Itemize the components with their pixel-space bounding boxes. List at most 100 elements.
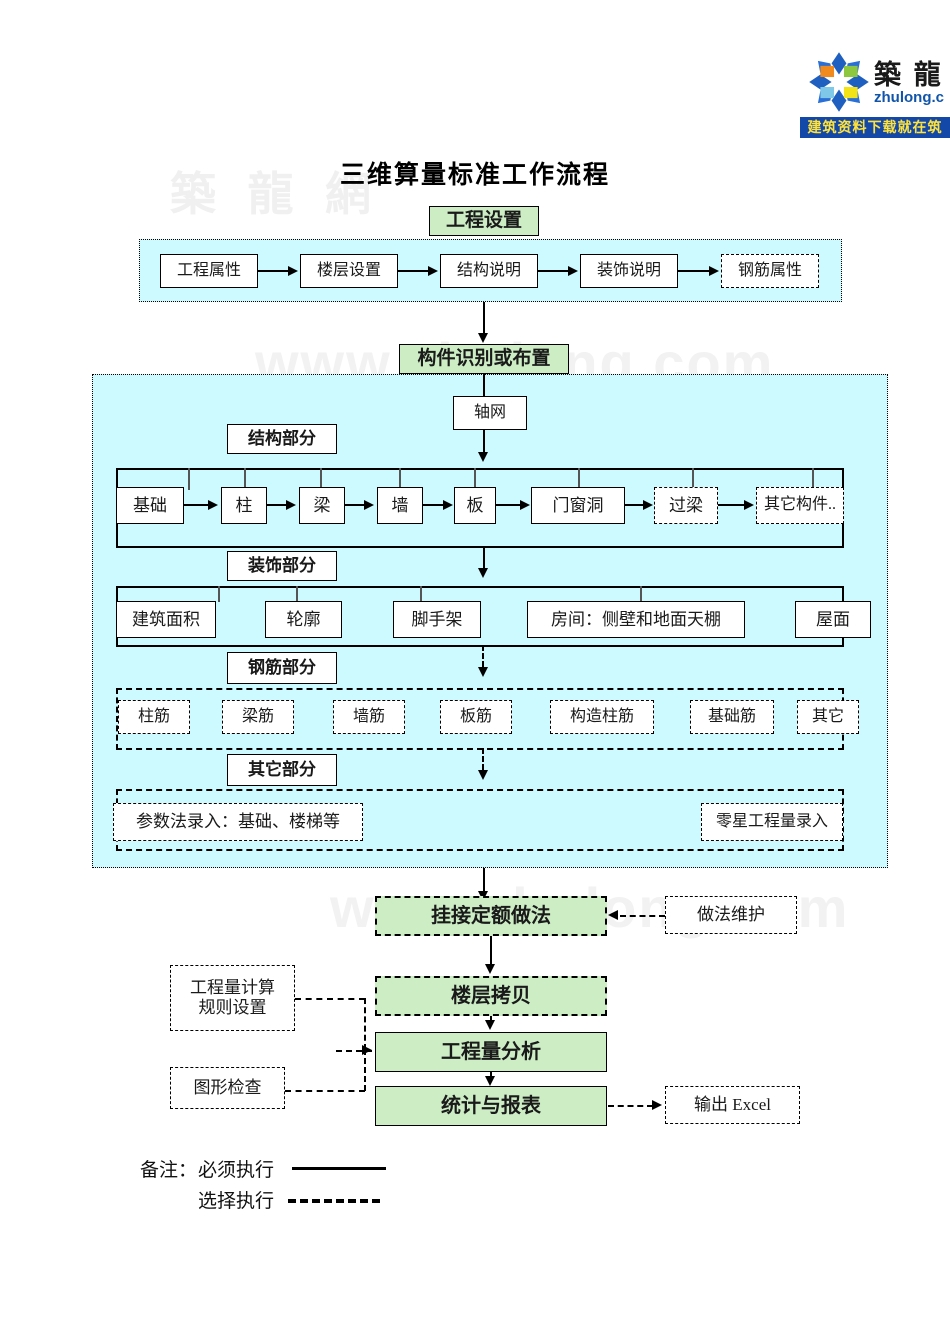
axis-out-line: [483, 430, 485, 454]
stage1-step-2[interactable]: 楼层设置: [300, 254, 398, 288]
stage3-side-graphic-check[interactable]: 图形检查: [170, 1067, 285, 1109]
stage3-step-2[interactable]: 楼层拷贝: [375, 976, 607, 1016]
stage3-side-export-excel[interactable]: 输出 Excel: [665, 1086, 800, 1124]
left-join-bottom: [285, 1090, 365, 1092]
left-join-vertical-bottom: [364, 1049, 366, 1091]
axis-grid-node[interactable]: 轴网: [453, 396, 527, 430]
stage2-to-stage3-line: [483, 868, 485, 893]
stage3-step-4[interactable]: 统计与报表: [375, 1086, 607, 1126]
structure-node-1[interactable]: 基础: [116, 487, 184, 524]
group-structure-header: 结构部分: [227, 424, 337, 454]
stage2-header[interactable]: 构件识别或布置: [399, 344, 569, 374]
decoration-node-2[interactable]: 轮廓: [265, 601, 342, 638]
stage3-arrow-3: [484, 1076, 495, 1086]
calc-rules-line1: 工程量计算: [190, 978, 275, 998]
structure-node-4[interactable]: 墙: [377, 487, 423, 524]
stage3-step-1[interactable]: 挂接定额做法: [375, 896, 607, 936]
legend-row1-label: 必须执行: [198, 1160, 275, 1181]
stage1-arrow-2: [428, 265, 438, 276]
logo-brand-en: zhulong.c: [874, 89, 944, 106]
stage1-step-1[interactable]: 工程属性: [160, 254, 258, 288]
legend-row2-label: 选择执行: [198, 1191, 275, 1212]
other-node-2[interactable]: 零星工程量录入: [701, 803, 843, 841]
practice-maintenance-arrow: [608, 910, 618, 920]
rebar-node-2[interactable]: 梁筋: [222, 700, 294, 734]
legend-dashed-sample: [288, 1199, 380, 1203]
structure-arrow-4: [443, 499, 453, 510]
other-in-line: [482, 748, 484, 770]
other-in-arrow: [477, 770, 488, 780]
stage2-panel: [92, 374, 888, 868]
structure-arrow-6: [643, 499, 653, 510]
calc-rules-line2: 规则设置: [198, 998, 267, 1017]
stage3-conn-3: [490, 1072, 492, 1078]
structure-drop-7: [692, 468, 694, 490]
structure-node-2[interactable]: 柱: [221, 487, 267, 524]
structure-arrow-line-5: [496, 504, 520, 506]
rebar-node-1[interactable]: 柱筋: [118, 700, 190, 734]
group-other-header: 其它部分: [227, 754, 337, 786]
legend-label-prefix: 备注：: [140, 1160, 198, 1181]
structure-arrow-line-2: [267, 504, 286, 506]
structure-node-8[interactable]: 其它构件..: [756, 487, 844, 524]
rebar-bus-left: [116, 688, 118, 750]
practice-maintenance-line: [620, 915, 665, 917]
structure-arrow-line-3: [345, 504, 364, 506]
group-decoration-header: 装饰部分: [227, 551, 337, 581]
other-node-1[interactable]: 参数法录入：基础、楼梯等: [113, 803, 363, 841]
rebar-node-4[interactable]: 板筋: [440, 700, 512, 734]
page-title: 三维算量标准工作流程: [339, 161, 610, 189]
structure-arrow-2: [286, 499, 296, 510]
legend-solid-sample: [292, 1167, 386, 1170]
other-bus-right: [842, 789, 844, 851]
stage1-step-5[interactable]: 钢筋属性: [721, 254, 819, 288]
export-excel-line: [608, 1105, 653, 1107]
structure-arrow-line-7: [718, 504, 744, 506]
structure-arrow-1: [208, 499, 218, 510]
axis-out-arrow: [477, 452, 488, 462]
stage1-header[interactable]: 工程设置: [429, 206, 539, 236]
stage1-to-stage2-arrow: [477, 333, 488, 343]
structure-arrow-line-1: [184, 504, 208, 506]
stage1-conn-1: [258, 270, 288, 272]
decoration-bus-top: [116, 586, 844, 588]
zhulong-logo: 築 龍 zhulong.c 建筑资料下载就在筑: [800, 45, 950, 138]
structure-arrow-5: [520, 499, 530, 510]
stage1-step-3[interactable]: 结构说明: [440, 254, 538, 288]
structure-node-3[interactable]: 梁: [299, 487, 345, 524]
decoration-drop-2: [296, 586, 298, 602]
structure-arrow-line-6: [625, 504, 643, 506]
decoration-bus-bottom: [116, 645, 844, 647]
stage1-step-4[interactable]: 装饰说明: [580, 254, 678, 288]
rebar-node-7[interactable]: 其它: [797, 700, 859, 734]
structure-drop-4: [399, 468, 401, 490]
stage3-conn-1: [490, 936, 492, 966]
stage3-side-calc-rules[interactable]: 工程量计算 规则设置: [170, 965, 295, 1031]
structure-node-5[interactable]: 板: [454, 487, 496, 524]
rebar-node-6[interactable]: 基础筋: [690, 700, 774, 734]
stage1-conn-2: [398, 270, 428, 272]
stage3-side-practice-maintenance[interactable]: 做法维护: [665, 896, 797, 934]
stage1-to-stage2-line: [483, 302, 485, 335]
stage1-arrow-3: [568, 265, 578, 276]
stage3-step-3[interactable]: 工程量分析: [375, 1032, 607, 1072]
rebar-node-5[interactable]: 构造柱筋: [550, 700, 654, 734]
rebar-in-arrow: [477, 667, 488, 677]
decoration-node-3[interactable]: 脚手架: [393, 601, 481, 638]
group-rebar-header: 钢筋部分: [227, 652, 337, 684]
decoration-in-line: [483, 546, 485, 568]
decoration-node-5[interactable]: 屋面: [795, 601, 871, 638]
stage3-conn-2: [490, 1016, 492, 1022]
structure-drop-6: [578, 468, 580, 490]
structure-drop-2: [244, 468, 246, 490]
decoration-node-1[interactable]: 建筑面积: [116, 601, 216, 638]
logo-banner-text: 建筑资料下载就在筑: [807, 119, 943, 135]
decoration-node-4[interactable]: 房间：侧壁和地面天棚: [527, 601, 745, 638]
structure-node-7[interactable]: 过梁: [654, 487, 718, 524]
stage1-conn-4: [678, 270, 709, 272]
logo-banner: 建筑资料下载就在筑: [800, 117, 950, 138]
decoration-drop-3: [420, 586, 422, 602]
rebar-node-3[interactable]: 墙筋: [333, 700, 405, 734]
structure-arrow-line-4: [423, 504, 443, 506]
structure-node-6[interactable]: 门窗洞: [531, 487, 625, 524]
